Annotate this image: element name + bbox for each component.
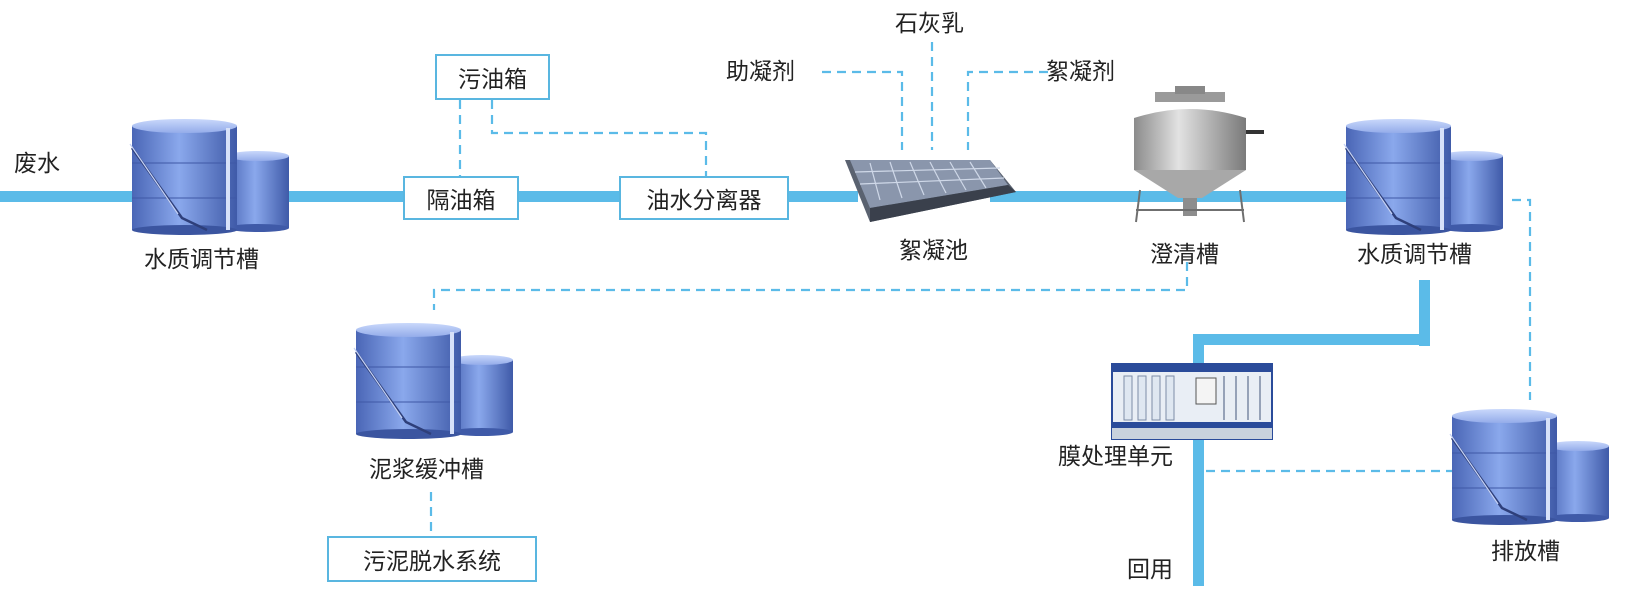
adjustment-tank-2-label: 水质调节槽 bbox=[1357, 242, 1472, 268]
membrane-unit-icon bbox=[1111, 363, 1273, 440]
discharge-tank-label: 排放槽 bbox=[1491, 539, 1560, 565]
oil-tank-box: 污油箱 bbox=[435, 54, 550, 100]
membrane-unit-label: 膜处理单元 bbox=[1058, 444, 1173, 470]
flocculation-pool-icon bbox=[845, 160, 1016, 222]
clarifier-label: 澄清槽 bbox=[1150, 242, 1219, 268]
sludge-buffer-tank bbox=[352, 321, 515, 441]
sludge-dewatering-box: 污泥脱水系统 bbox=[327, 536, 537, 582]
discharge-tank bbox=[1448, 407, 1611, 527]
clarifier-icon bbox=[1134, 86, 1264, 223]
dashed-connections bbox=[429, 42, 1532, 535]
adjustment-tank-1-label: 水质调节槽 bbox=[144, 247, 259, 273]
sludge-buffer-label: 泥浆缓冲槽 bbox=[369, 457, 484, 483]
adjustment-tank-1 bbox=[128, 117, 291, 237]
adjustment-tank-2 bbox=[1342, 117, 1505, 237]
reuse-label: 回用 bbox=[1127, 557, 1173, 583]
oil-separator-box: 隔油箱 bbox=[403, 176, 519, 220]
coagulant-aid-label: 助凝剂 bbox=[726, 59, 795, 85]
oil-water-separator-box: 油水分离器 bbox=[619, 176, 789, 220]
lime-milk-label: 石灰乳 bbox=[895, 11, 964, 37]
flocculation-pool-label: 絮凝池 bbox=[899, 238, 968, 264]
wastewater-input-label: 废水 bbox=[14, 151, 60, 177]
flocculant-label: 絮凝剂 bbox=[1046, 59, 1115, 85]
